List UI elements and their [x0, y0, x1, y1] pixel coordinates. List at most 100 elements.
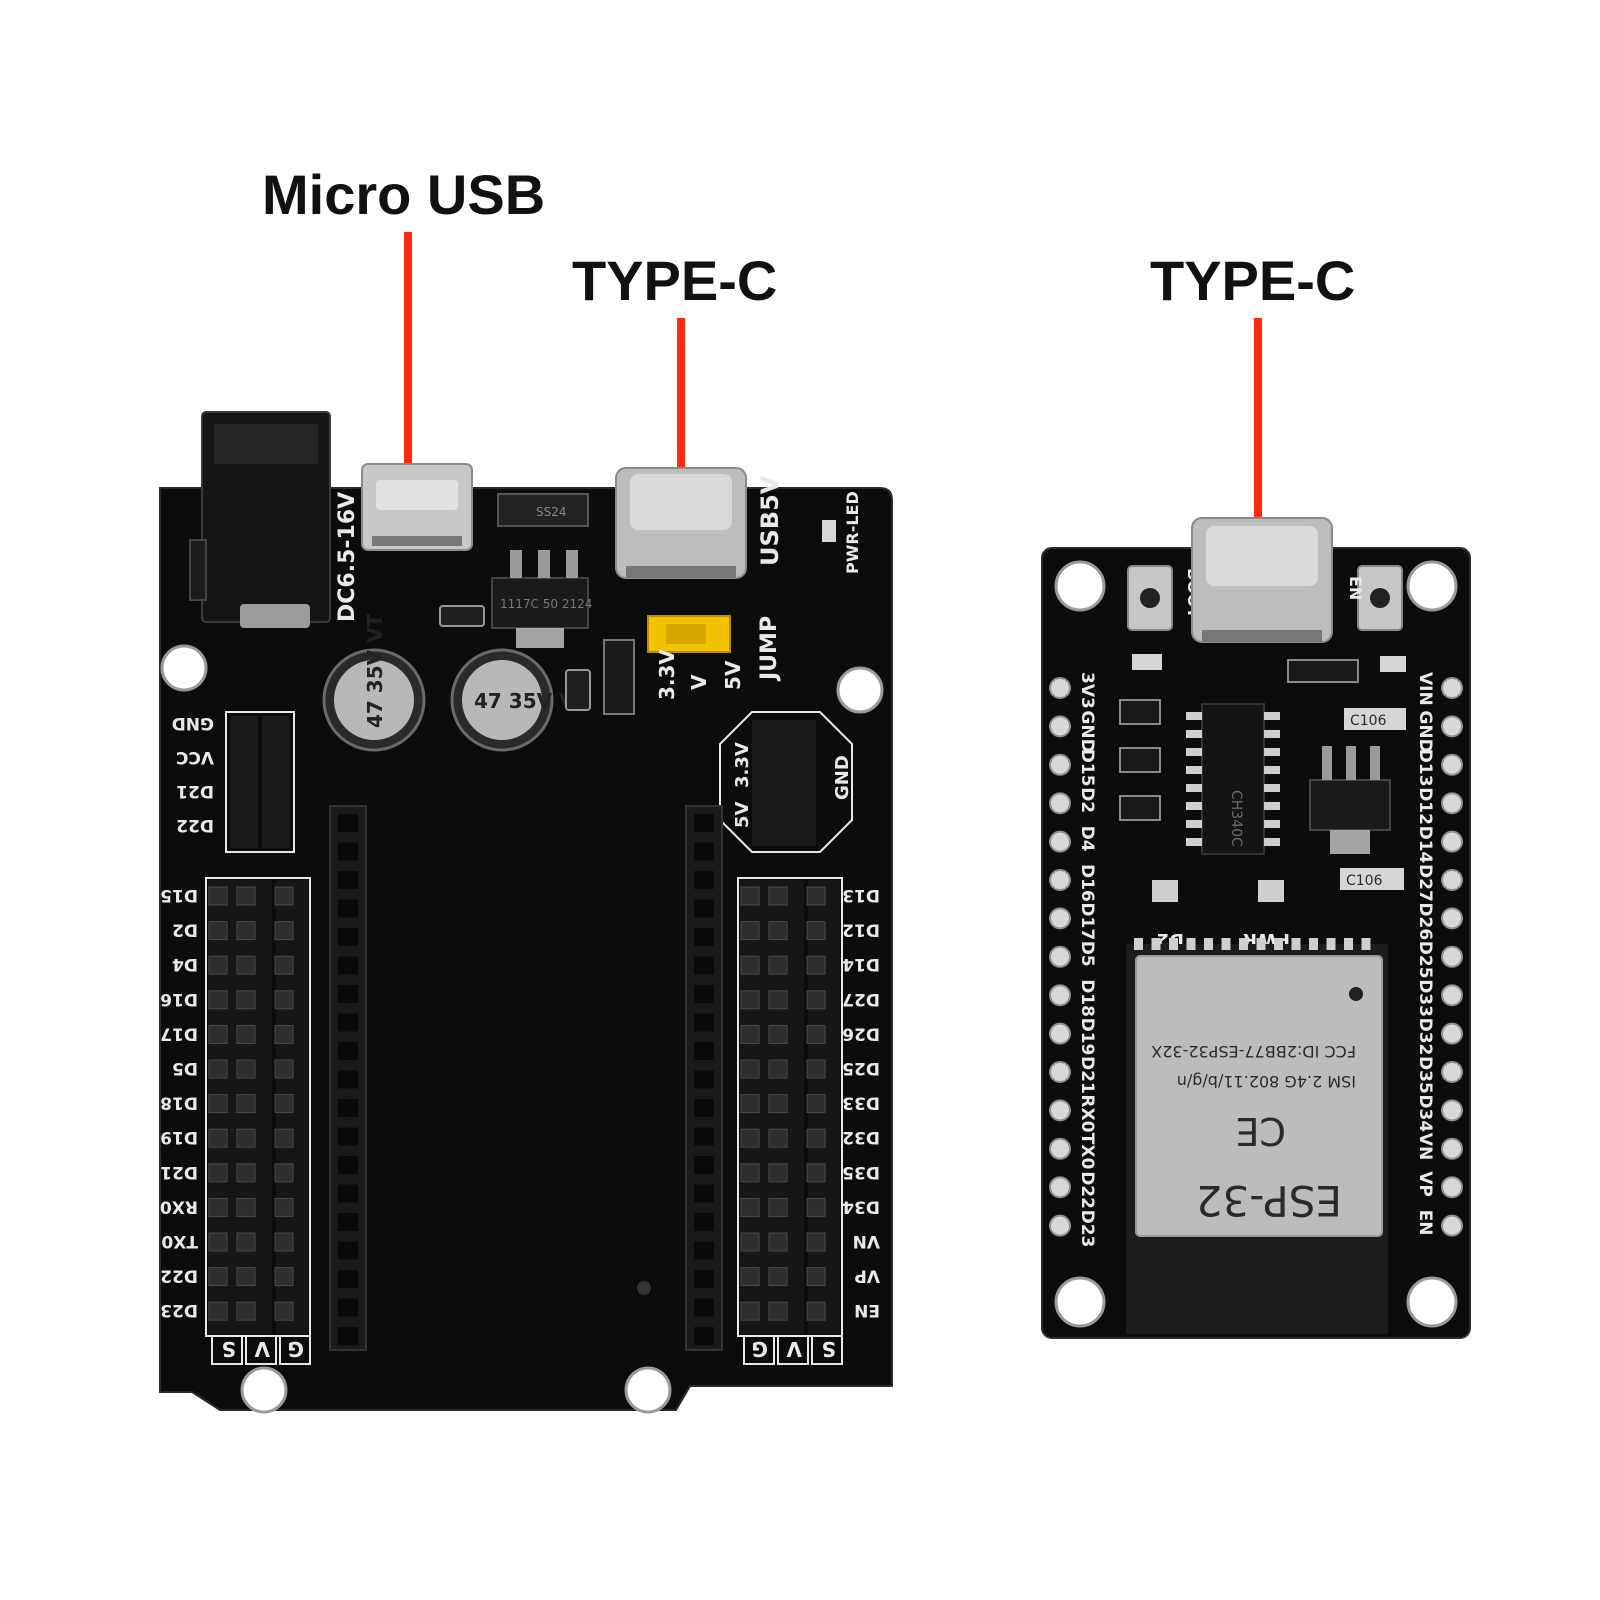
svg-text:CH340C: CH340C — [1228, 790, 1244, 847]
mounting-hole — [1406, 560, 1458, 612]
header-pin — [236, 1197, 256, 1217]
pin-label: GND — [1415, 710, 1435, 752]
header-pin — [806, 921, 826, 941]
pin-label: VN — [1415, 1133, 1435, 1160]
module-pad — [1151, 938, 1161, 950]
mounting-hole — [1054, 1276, 1106, 1328]
header-pin — [740, 1128, 760, 1148]
header-socket — [694, 1042, 714, 1060]
module-pad — [1186, 938, 1196, 950]
pin-hole — [1441, 1214, 1463, 1237]
header-pin — [768, 1232, 788, 1252]
module-pad — [1134, 938, 1143, 950]
pin-hole — [1049, 869, 1071, 891]
svg-box — [211, 1335, 243, 1365]
en-button[interactable] — [1357, 565, 1403, 631]
header-pin — [236, 1232, 256, 1252]
pin-hole — [1441, 677, 1463, 699]
smd-component — [565, 669, 591, 711]
header-pin — [740, 1094, 760, 1114]
chip-leg — [1186, 766, 1202, 774]
svg-box — [811, 1335, 843, 1365]
pin-label: D26 — [1415, 902, 1435, 940]
pin-label: EN — [1415, 1210, 1435, 1236]
svg-label: G — [752, 1337, 768, 1361]
callout-type-c-left-label: TYPE-C — [572, 249, 777, 312]
power-header-label: D22 — [176, 815, 214, 835]
header-socket — [694, 1270, 714, 1288]
chip-leg — [1186, 784, 1202, 792]
pin-label: D23 — [1077, 1210, 1097, 1248]
pin-label: D25 — [1415, 941, 1435, 979]
chip-leg — [1186, 820, 1202, 828]
header-pin — [274, 1128, 294, 1148]
header-socket — [694, 814, 714, 832]
pin-hole — [1441, 984, 1463, 1007]
header-pin — [740, 1232, 760, 1252]
pin-hole — [1049, 677, 1071, 699]
header-socket — [338, 1270, 358, 1288]
header-pin — [740, 886, 760, 906]
pin-label: D35 — [1415, 1056, 1435, 1094]
header-socket — [694, 956, 714, 975]
svg-label: S — [222, 1337, 236, 1361]
esp32-module: FCC ID:2BB77-ESP32-32X ISM 2.4G 802.11/b… — [1126, 944, 1388, 1334]
pin-hole — [1049, 1137, 1071, 1160]
header-pin — [236, 1301, 256, 1321]
pin-hole — [1049, 1061, 1071, 1083]
pin-hole — [1049, 1176, 1071, 1199]
svg-text:47 35V VT: 47 35V VT — [363, 613, 387, 728]
header-socket — [338, 1127, 358, 1146]
header-socket — [694, 1013, 714, 1032]
header-pin — [208, 1094, 228, 1114]
module-pad — [1239, 938, 1248, 950]
header-socket — [694, 871, 714, 889]
header-pin — [236, 1128, 256, 1148]
header-socket — [338, 1184, 358, 1203]
header-pin — [806, 1059, 826, 1079]
chip-leg — [1186, 802, 1202, 810]
power-header-right — [719, 711, 853, 853]
header-pin — [768, 990, 788, 1010]
pin-label: TX0 — [1077, 1133, 1097, 1170]
pwr-led-label: PWR-LED — [843, 491, 862, 574]
header-socket — [338, 1042, 358, 1060]
header-pin — [806, 1301, 826, 1321]
chip-leg — [1186, 838, 1202, 846]
callout-type-c-left: TYPE-C — [572, 249, 777, 529]
header-socket — [694, 1070, 714, 1089]
capacitor-c106: C106 — [1340, 868, 1404, 890]
header-pin — [768, 955, 788, 975]
pin-label: 3V3 — [1077, 672, 1097, 709]
header-pin — [274, 886, 294, 906]
pin-hole — [1441, 869, 1463, 891]
svg-box — [245, 1335, 277, 1365]
mounting-hole — [160, 644, 208, 692]
header-pin — [274, 921, 294, 941]
header-socket — [338, 956, 358, 975]
pin-label: VP — [854, 1266, 880, 1286]
type-c-port — [1191, 517, 1333, 643]
pin-hole — [1049, 984, 1071, 1007]
pin-hole — [1049, 1022, 1071, 1045]
capacitor-c106: C106 — [1344, 708, 1406, 730]
pin-label: D22 — [160, 1266, 198, 1286]
pin-hole — [1441, 1061, 1463, 1083]
pin-label: D4 — [1077, 826, 1097, 852]
pin-label: GND — [1077, 710, 1097, 752]
via — [637, 1281, 651, 1295]
chip-leg — [1264, 730, 1280, 738]
module-pad — [1204, 938, 1213, 950]
chip-leg — [1264, 748, 1280, 756]
dc-barrel-jack — [189, 411, 331, 628]
boot-button[interactable] — [1127, 565, 1173, 631]
smd-component — [1119, 699, 1161, 725]
right-board-pins — [1049, 677, 1463, 1237]
chip-leg — [1264, 820, 1280, 828]
header-pin — [768, 1094, 788, 1114]
pin-label: TX0 — [161, 1231, 198, 1251]
header-pin — [236, 990, 256, 1010]
smd-component — [1119, 795, 1161, 821]
svg-text:1117C 50 2124: 1117C 50 2124 — [500, 597, 592, 611]
